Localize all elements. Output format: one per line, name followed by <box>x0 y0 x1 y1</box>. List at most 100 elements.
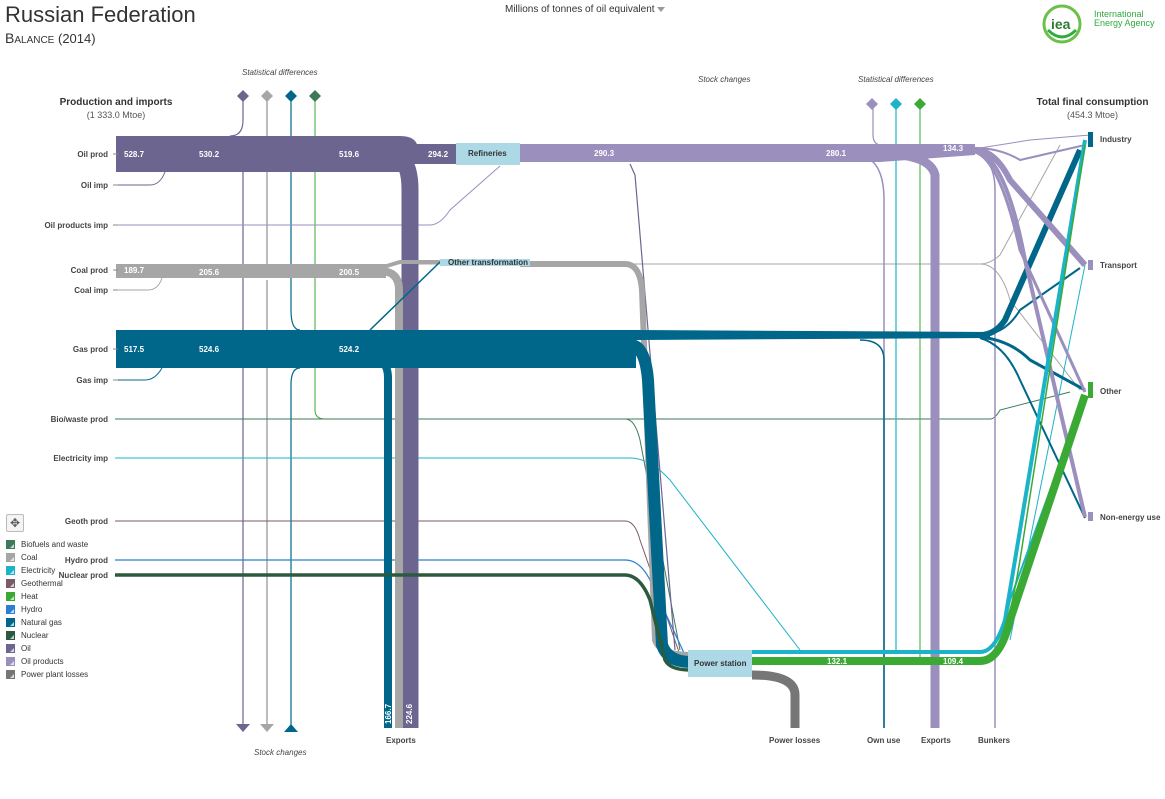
flow-oil-stat-diff <box>229 96 244 137</box>
source-oil-prod[interactable]: Oil prod <box>77 150 108 159</box>
source-nuclear-prod[interactable]: Nuclear prod <box>58 571 108 580</box>
source-coal-prod[interactable]: Coal prod <box>70 266 108 275</box>
legend-swatch <box>6 631 15 640</box>
flow-coal-to-other-transformation <box>379 260 440 270</box>
flow-refined-nonenergy <box>974 149 1087 518</box>
flow-gas-to-other-transformation <box>369 261 441 331</box>
sink-transport-label[interactable]: Transport <box>1100 261 1137 270</box>
legend-swatch <box>6 566 15 575</box>
right-heading-total: (454.3 Mtoe) <box>1066 110 1119 120</box>
legend-swatch <box>6 540 15 549</box>
legend-item[interactable]: Natural gas <box>6 616 88 629</box>
value-power-out: 132.1 <box>827 657 848 666</box>
nodes <box>440 132 1093 677</box>
legend-item[interactable]: Heat <box>6 590 88 603</box>
value-coal-after-stock: 200.5 <box>339 268 360 277</box>
legend-item[interactable]: Electricity <box>6 564 88 577</box>
units-dropdown[interactable]: Millions of tonnes of oil equivalent <box>505 4 665 15</box>
sink-other[interactable] <box>1088 382 1093 398</box>
subtitle-year: (2014) <box>57 31 96 46</box>
flow-bio-final <box>325 391 1071 420</box>
legend-item[interactable]: Oil <box>6 642 88 655</box>
subtitle-balance: Balance <box>5 30 55 46</box>
legend-item[interactable]: Hydro <box>6 603 88 616</box>
units-label: Millions of tonnes of oil equivalent <box>505 4 655 15</box>
flow-gas-own-use <box>859 339 885 728</box>
legend-item[interactable]: Geothermal <box>6 577 88 590</box>
flow-gas-stock-change <box>290 367 301 728</box>
sink-non-energy[interactable] <box>1088 512 1093 521</box>
sink-industry[interactable] <box>1088 132 1093 147</box>
sink-non-energy-label[interactable]: Non-energy use <box>1100 513 1161 522</box>
value-gas-prod: 517.5 <box>124 345 145 354</box>
legend-label: Coal <box>21 553 38 562</box>
flow-electricity-imp <box>115 457 801 651</box>
value-heat-final: 109.4 <box>943 657 964 666</box>
legend-label: Biofuels and waste <box>21 540 89 549</box>
power-losses-label[interactable]: Power losses <box>769 736 821 745</box>
flow-oil-products-imp <box>115 165 501 226</box>
arrow-coal-stock <box>260 724 274 732</box>
flow-gas-stat-diff <box>290 96 301 331</box>
legend-label: Electricity <box>21 566 56 575</box>
value-oil-products-final: 134.3 <box>943 144 964 153</box>
band-oil-products <box>520 144 880 162</box>
diamond-heat-stat-diff <box>914 98 926 110</box>
bunkers-label[interactable]: Bunkers <box>978 736 1011 745</box>
legend-swatch <box>6 553 15 562</box>
node-other-transformation[interactable] <box>440 259 530 266</box>
source-gas-prod[interactable]: Gas prod <box>72 345 108 354</box>
primary-bands <box>116 136 990 368</box>
power-station-label: Power station <box>694 659 747 668</box>
exports-right-label[interactable]: Exports <box>921 736 951 745</box>
flow-gas-exports <box>369 354 392 728</box>
flow-gas-imp <box>115 367 163 381</box>
flow-gas-to-power <box>629 339 691 668</box>
source-gas-imp[interactable]: Gas imp <box>76 376 108 385</box>
thin-flows <box>115 96 1091 728</box>
stat-diff-right-label: Statistical differences <box>858 75 934 84</box>
pan-zoom-icon[interactable]: ✥ <box>6 514 24 532</box>
value-gas-after-stock: 524.2 <box>339 345 360 354</box>
source-coal-imp[interactable]: Coal imp <box>74 286 108 295</box>
legend-swatch <box>6 579 15 588</box>
source-bio-waste-prod[interactable]: Bio/waste prod <box>50 415 108 424</box>
legend-item[interactable]: Biofuels and waste <box>6 538 88 551</box>
source-oil-products-imp[interactable]: Oil products imp <box>44 221 108 230</box>
legend-item[interactable]: Power plant losses <box>6 668 88 681</box>
legend-item[interactable]: Oil products <box>6 655 88 668</box>
major-flows <box>115 139 1089 728</box>
flow-nuclear-to-power <box>115 573 691 672</box>
source-electricity-imp[interactable]: Electricity imp <box>53 454 108 463</box>
node-power-station[interactable] <box>688 650 752 677</box>
flow-coal-imp <box>115 277 163 291</box>
flow-oil-products-industry-thin <box>979 134 1091 149</box>
legend-label: Nuclear <box>21 631 49 640</box>
source-geoth-prod[interactable]: Geoth prod <box>64 517 108 526</box>
value-oil-after-stat: 530.2 <box>199 150 220 159</box>
band-oil-to-refineries <box>400 144 456 164</box>
legend-item[interactable]: Coal <box>6 551 88 564</box>
refineries-label: Refineries <box>468 149 507 158</box>
exports-left-label[interactable]: Exports <box>386 736 416 745</box>
sink-other-label[interactable]: Other <box>1100 387 1122 396</box>
source-oil-imp[interactable]: Oil imp <box>80 181 108 190</box>
logo-line-1: International <box>1094 9 1144 19</box>
legend-swatch <box>6 605 15 614</box>
flow-geoth-prod <box>115 520 681 656</box>
value-oil-after-stock: 519.6 <box>339 150 360 159</box>
sink-industry-label[interactable]: Industry <box>1100 135 1132 144</box>
band-oil-main <box>116 136 400 172</box>
sink-transport[interactable] <box>1088 260 1093 270</box>
flow-electricity-other <box>979 394 1086 653</box>
node-refineries[interactable] <box>456 143 520 165</box>
legend-item[interactable]: Nuclear <box>6 629 88 642</box>
source-hydro-prod[interactable]: Hydro prod <box>64 556 108 565</box>
legend-swatch <box>6 592 15 601</box>
legend-label: Oil products <box>21 657 64 666</box>
own-use-label[interactable]: Own use <box>867 736 901 745</box>
flow-gas-final <box>640 148 1083 338</box>
band-gas-taper <box>636 330 990 340</box>
flow-oil-products-bunkers <box>959 149 996 728</box>
